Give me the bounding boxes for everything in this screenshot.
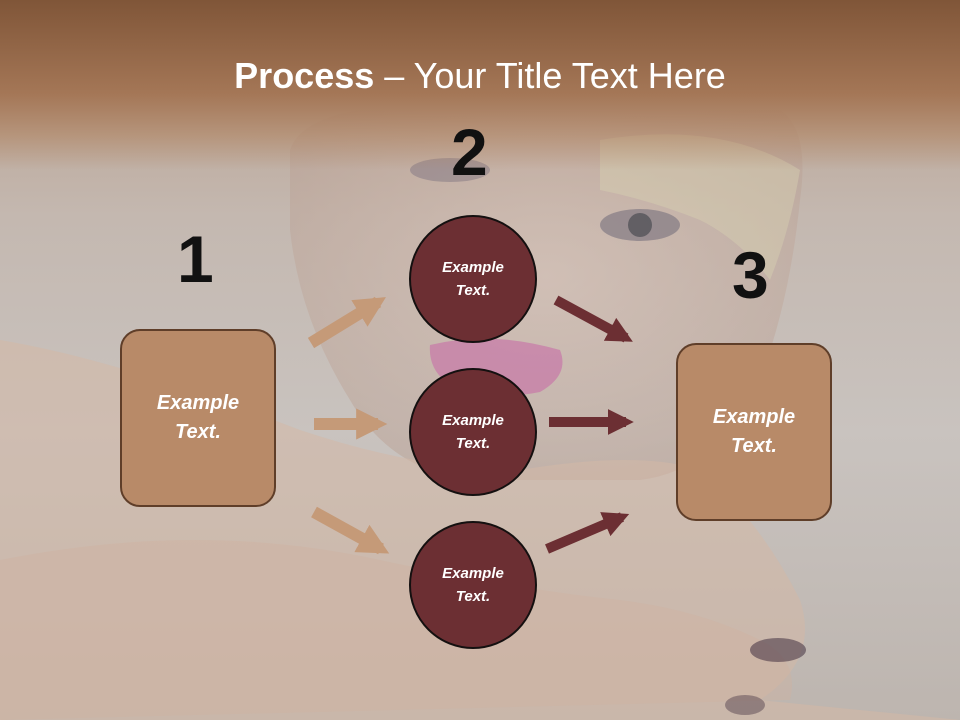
circle-bottom[interactable]: Example Text. (409, 521, 537, 649)
circle-bottom-label: Example Text. (442, 565, 504, 605)
title-band (0, 0, 960, 170)
title-rest: – Your Title Text Here (374, 55, 726, 96)
step-number-1: 1 (177, 222, 214, 296)
left-box[interactable]: Example Text. (120, 329, 276, 507)
step-number-2: 2 (451, 115, 488, 189)
title-bold: Process (234, 55, 375, 96)
arrow-bottom-to-right (545, 512, 630, 554)
circle-top-label: Example Text. (442, 259, 504, 299)
right-box[interactable]: Example Text. (676, 343, 832, 521)
arrow-left-to-top (307, 296, 386, 349)
circle-middle-label: Example Text. (442, 412, 504, 452)
step-number-3: 3 (732, 238, 769, 312)
circle-top[interactable]: Example Text. (409, 215, 537, 343)
slide-title: Process – Your Title Text Here (0, 54, 960, 98)
arrow-top-to-right (553, 295, 633, 343)
right-box-label: Example Text. (712, 406, 796, 457)
arrow-left-to-bottom (311, 506, 390, 555)
left-box-label: Example Text. (156, 392, 240, 443)
circle-middle[interactable]: Example Text. (409, 368, 537, 496)
